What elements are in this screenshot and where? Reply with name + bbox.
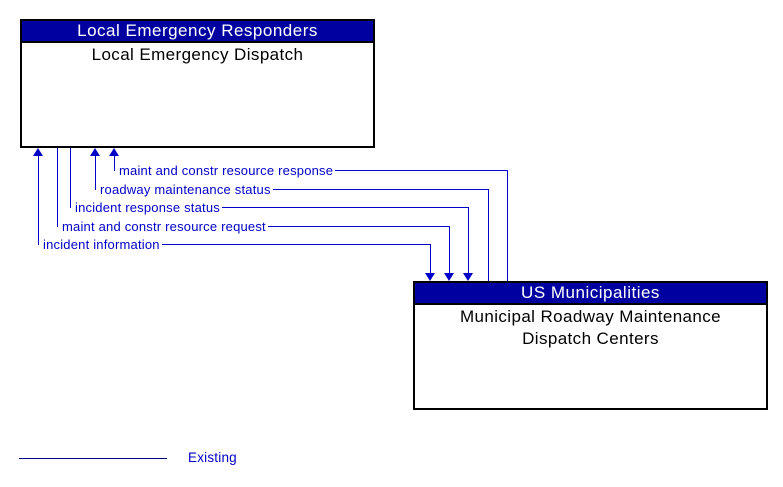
flow-line-vertical [57,148,58,227]
flow-row: maint and constr resource request [58,217,449,235]
flow-line-vertical [449,226,450,275]
flow-line-horizontal [335,170,508,171]
flow-arrowhead-down [463,273,473,281]
flow-row: incident information [39,235,430,253]
flow-row: maint and constr resource response [115,161,508,179]
entity-box-local-emergency-responders: Local Emergency Responders Local Emergen… [20,19,375,148]
flow-line-horizontal [267,226,449,227]
flow-label: roadway maintenance status [100,181,271,197]
flow-line-vertical [38,154,39,245]
legend-existing-label: Existing [188,450,237,465]
flow-arrowhead-up [109,148,119,156]
flow-label: maint and constr resource response [119,162,334,178]
flow-arrowhead-up [33,148,43,156]
flow-row: roadway maintenance status [96,180,489,198]
flow-line-horizontal [222,207,469,208]
flow-line-vertical [430,244,431,275]
entity-header-local-emergency-responders: Local Emergency Responders [22,21,373,43]
flow-label: incident response status [75,199,220,215]
flow-label: incident information [43,236,160,252]
flow-arrowhead-down [444,273,454,281]
flow-line-vertical [95,154,96,190]
entity-header-us-municipalities: US Municipalities [415,283,766,305]
entity-body-text: Local Emergency Dispatch [91,45,304,64]
flow-line-vertical [114,154,115,171]
flow-line-horizontal [161,244,430,245]
flow-line-vertical [468,207,469,275]
flow-line-vertical [507,170,508,281]
flow-line-horizontal [272,189,489,190]
flow-arrowhead-up [90,148,100,156]
flow-line-vertical [488,189,489,281]
flow-label: maint and constr resource request [62,218,266,234]
flow-line-vertical [70,148,71,208]
flow-row: incident response status [71,198,469,216]
entity-body-local-emergency-dispatch: Local Emergency Dispatch [22,43,373,66]
entity-body-text: Municipal Roadway Maintenance Dispatch C… [459,307,722,348]
entity-box-us-municipalities: US Municipalities Municipal Roadway Main… [413,281,768,410]
flow-arrowhead-down [425,273,435,281]
entity-body-municipal-roadway-maintenance: Municipal Roadway Maintenance Dispatch C… [415,305,766,350]
legend-existing-line [19,458,167,459]
